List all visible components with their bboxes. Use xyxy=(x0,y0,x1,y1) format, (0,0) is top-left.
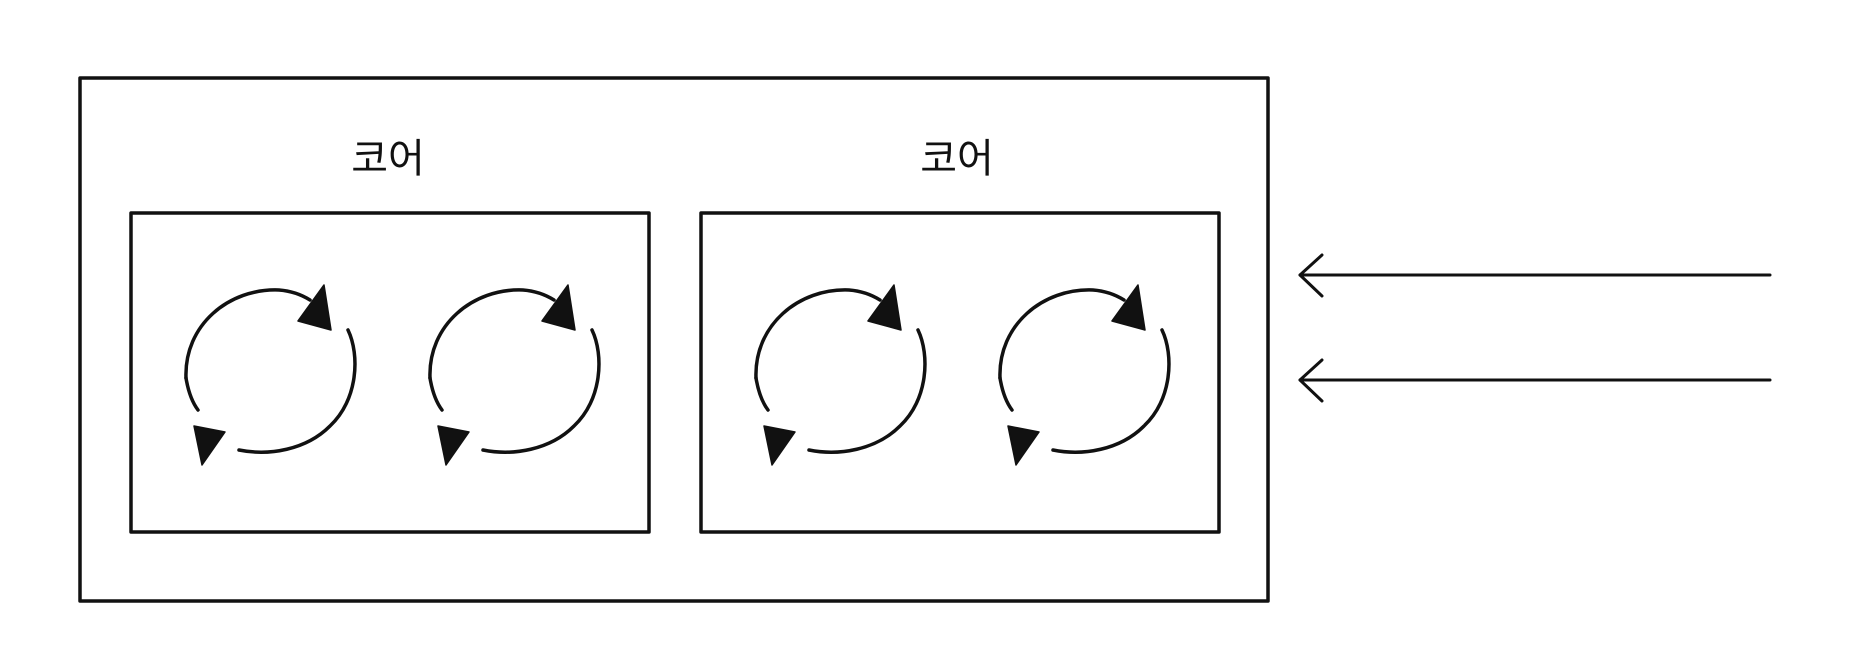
core-label: 코어 xyxy=(351,136,425,182)
core-box xyxy=(129,211,651,534)
cycle-arrows-icon xyxy=(428,283,601,467)
core-2: 코어 xyxy=(699,136,1221,534)
arrow-left-icon xyxy=(1298,253,1772,298)
core-box xyxy=(699,211,1221,534)
cycle-arrows-icon xyxy=(998,283,1171,467)
core-label: 코어 xyxy=(920,136,994,182)
core-1: 코어 xyxy=(129,136,651,534)
arrow-left-icon xyxy=(1298,358,1772,403)
processor-box xyxy=(78,76,1270,603)
cycle-arrows-icon xyxy=(184,283,357,467)
cycle-arrows-icon xyxy=(754,283,927,467)
